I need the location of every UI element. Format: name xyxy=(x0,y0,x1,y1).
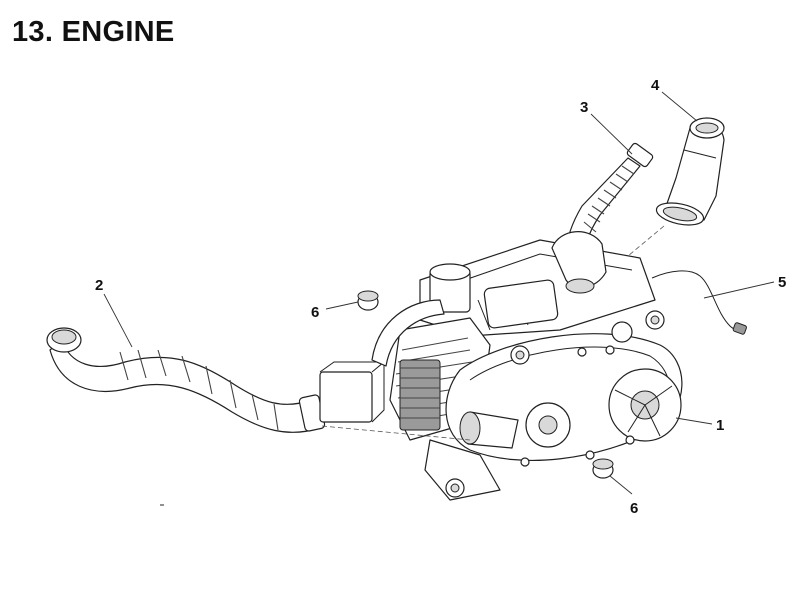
engine-assembly xyxy=(319,239,683,501)
page-title: 13. ENGINE xyxy=(12,16,175,48)
callout-1-leader xyxy=(675,417,713,425)
callout-6-upper: 6 xyxy=(311,304,319,321)
part-2-intake-hose xyxy=(46,327,326,433)
callout-1: 1 xyxy=(716,417,724,434)
part-6-cap-upper xyxy=(357,290,379,311)
callout-6b-leader xyxy=(609,475,633,495)
callout-2-leader xyxy=(103,293,133,348)
callout-6a-leader xyxy=(325,301,359,310)
callout-5: 5 xyxy=(778,274,786,291)
callout-4-leader xyxy=(661,91,698,122)
callout-3: 3 xyxy=(580,99,588,116)
callout-3-leader xyxy=(590,113,633,155)
callout-6-lower: 6 xyxy=(630,500,638,517)
part-4-elbow-connector xyxy=(655,117,725,226)
assembly-guide-line xyxy=(321,425,471,441)
part-3-corrugated-duct xyxy=(551,142,654,294)
assembly-guide-line xyxy=(627,225,665,257)
callout-4: 4 xyxy=(651,77,660,94)
part-5-wire xyxy=(651,270,747,335)
callout-2: 2 xyxy=(95,277,103,294)
part-6-cap-lower xyxy=(592,458,614,479)
callout-5-leader xyxy=(703,281,775,299)
